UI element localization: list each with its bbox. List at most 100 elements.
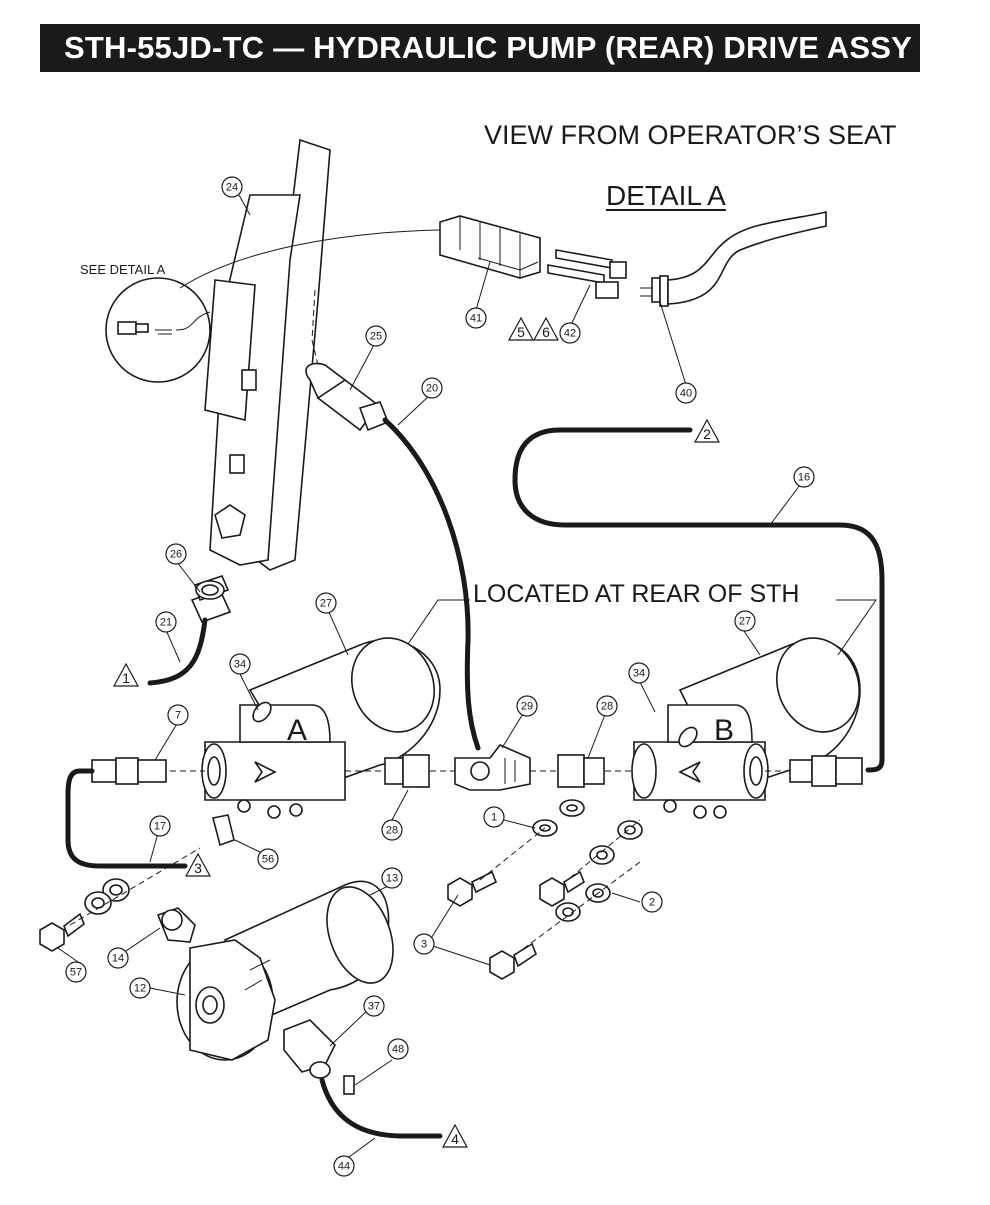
callout-27: 27 (734, 610, 756, 632)
callout-number: 42 (564, 328, 576, 340)
callout-number: 13 (386, 873, 398, 885)
fitting-28-right (557, 754, 605, 788)
motor-label-a: A (287, 714, 307, 747)
note-triangle-6: 6 (532, 316, 560, 341)
view-caption: VIEW FROM OPERATOR’S SEAT (484, 120, 897, 150)
callout-number: 28 (601, 701, 613, 713)
callout-48: 48 (387, 1038, 409, 1060)
callout-number: 26 (170, 549, 182, 561)
detail-a-magnifier (105, 229, 441, 383)
callout-24: 24 (221, 176, 243, 198)
callout-2: 2 (641, 891, 663, 913)
mounting-bracket (204, 138, 331, 571)
callout-number: 17 (154, 821, 166, 833)
fitting-28-left (384, 754, 430, 788)
callout-7: 7 (167, 704, 189, 726)
callout-number: 7 (175, 710, 181, 722)
callout-number: 21 (160, 617, 172, 629)
detail-a-connector-41 (439, 215, 541, 279)
hose-17 (65, 768, 188, 869)
fitting-26 (190, 575, 232, 624)
callout-number: 40 (680, 388, 692, 400)
callout-number: 27 (739, 616, 751, 628)
hydraulic-pump-13 (156, 880, 394, 1095)
callout-12: 12 (129, 977, 151, 999)
callout-number: 20 (426, 383, 438, 395)
callout-number: 34 (234, 659, 246, 671)
note-triangle-3: 3 (184, 852, 212, 877)
detail-a-terminals-42 (547, 249, 627, 299)
hardware (39, 799, 643, 980)
callout-28: 28 (381, 819, 403, 841)
tee-fitting-29 (454, 744, 531, 791)
callout-14: 14 (107, 947, 129, 969)
hose-44 (319, 1077, 443, 1139)
title-bar: STH-55JD-TC — HYDRAULIC PUMP (REAR) DRIV… (40, 24, 920, 72)
callout-56: 56 (257, 848, 279, 870)
callout-number: 14 (112, 953, 124, 965)
note-number: 4 (451, 1131, 459, 1147)
callout-3: 3 (413, 933, 435, 955)
callout-number: 28 (386, 825, 398, 837)
callout-number: 34 (633, 668, 645, 680)
rear-location-caption: LOCATED AT REAR OF STH (473, 580, 800, 608)
callout-20: 20 (421, 377, 443, 399)
callout-28: 28 (596, 695, 618, 717)
callout-number: 12 (134, 983, 146, 995)
callout-44: 44 (333, 1155, 355, 1177)
callout-number: 57 (70, 967, 82, 979)
callout-number: 56 (262, 854, 274, 866)
detail-a-wire-harness-40 (640, 210, 827, 307)
note-number: 2 (703, 426, 711, 442)
callout-number: 2 (649, 897, 655, 909)
see-detail-a-label: SEE DETAIL A (80, 262, 166, 277)
note-triangle-4: 4 (441, 1123, 469, 1148)
callout-40: 40 (675, 382, 697, 404)
callout-27: 27 (315, 592, 337, 614)
callout-number: 37 (368, 1001, 380, 1013)
note-triangle-2: 2 (693, 418, 721, 443)
callout-21: 21 (155, 611, 177, 633)
hydraulic-motor-b: B (631, 637, 861, 819)
motor-label-b: B (714, 714, 734, 747)
hose-16 (512, 427, 885, 773)
callout-16: 16 (793, 466, 815, 488)
hose-20 (382, 417, 481, 751)
callout-1: 1 (483, 806, 505, 828)
callout-number: 25 (370, 331, 382, 343)
callout-41: 41 (465, 307, 487, 329)
note-number: 6 (542, 324, 550, 340)
callout-26: 26 (165, 543, 187, 565)
callout-42: 42 (559, 322, 581, 344)
callout-number: 3 (421, 939, 427, 951)
hose-21 (147, 617, 208, 686)
callout-number: 24 (226, 182, 238, 194)
callout-29: 29 (516, 695, 538, 717)
callout-number: 44 (338, 1161, 350, 1173)
callout-34: 34 (628, 662, 650, 684)
detail-a-caption: DETAIL A (606, 180, 726, 211)
fitting-7 (91, 757, 167, 785)
callout-17: 17 (149, 815, 171, 837)
note-number: 1 (122, 670, 130, 686)
callout-number: 41 (470, 313, 482, 325)
callout-number: 1 (491, 812, 497, 824)
callout-number: 29 (521, 701, 533, 713)
hydraulic-motor-a: A (201, 637, 441, 819)
callout-number: 48 (392, 1044, 404, 1056)
note-triangle-5: 5 (507, 316, 535, 341)
elbow-fitting-25 (305, 362, 390, 432)
callout-number: 27 (320, 598, 332, 610)
callout-37: 37 (363, 995, 385, 1017)
outlet-fitting-b (789, 755, 863, 787)
callout-13: 13 (381, 867, 403, 889)
callout-57: 57 (65, 961, 87, 983)
callout-number: 16 (798, 472, 810, 484)
note-triangle-1: 1 (112, 662, 140, 687)
note-number: 5 (517, 324, 525, 340)
callout-34: 34 (229, 653, 251, 675)
page-title: STH-55JD-TC — HYDRAULIC PUMP (REAR) DRIV… (63, 30, 912, 65)
note-number: 3 (194, 860, 202, 876)
